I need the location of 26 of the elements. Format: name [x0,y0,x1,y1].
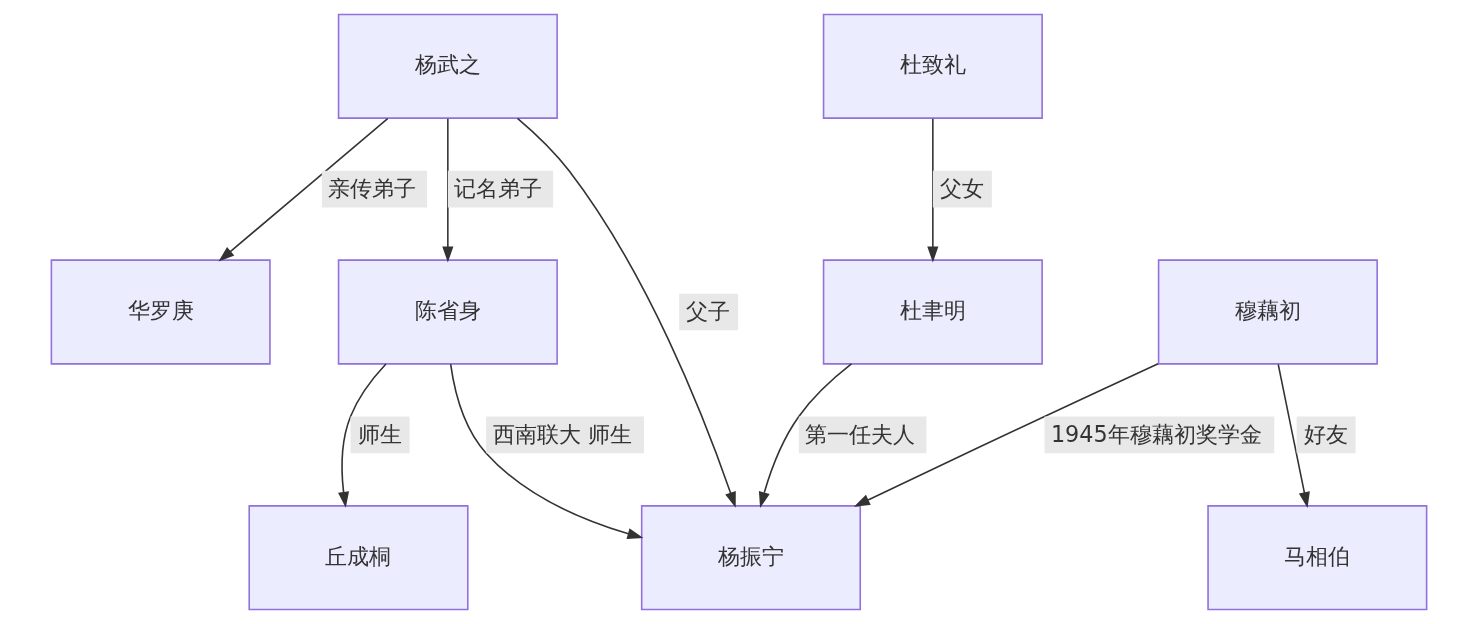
edge-label: 亲传弟子 [328,174,417,201]
arrow [927,117,939,263]
edge-label: 师生 [357,420,402,447]
edge-label: 父女 [940,174,985,201]
edge-label: 第一任夫人 [805,420,916,447]
arrow [758,363,853,508]
node-box: 杜致礼 [822,13,1043,119]
edge-label: 好友 [1303,420,1348,447]
arrow [338,363,387,508]
arrow [1277,363,1310,509]
node-box: 杜聿明 [822,259,1043,365]
edge-label: 西南联大 师生 [493,420,633,447]
node-box: 华罗庚 [50,259,271,365]
arrow [442,117,454,263]
edge-label: 父子 [686,297,731,324]
node-box: 穆藕初 [1157,259,1378,365]
node-box: 丘成桐 [248,505,469,611]
arrow [218,117,389,262]
edge-label: 记名弟子 [454,174,543,201]
arrow [853,363,1159,507]
arrow [516,117,736,508]
node-box: 陈省身 [337,259,558,365]
node-box: 杨武之 [337,13,558,119]
node-box: 杨振宁 [640,505,862,611]
edge-label: 1945年穆藕初奖学金 [1050,420,1262,447]
node-box: 马相伯 [1207,505,1428,611]
